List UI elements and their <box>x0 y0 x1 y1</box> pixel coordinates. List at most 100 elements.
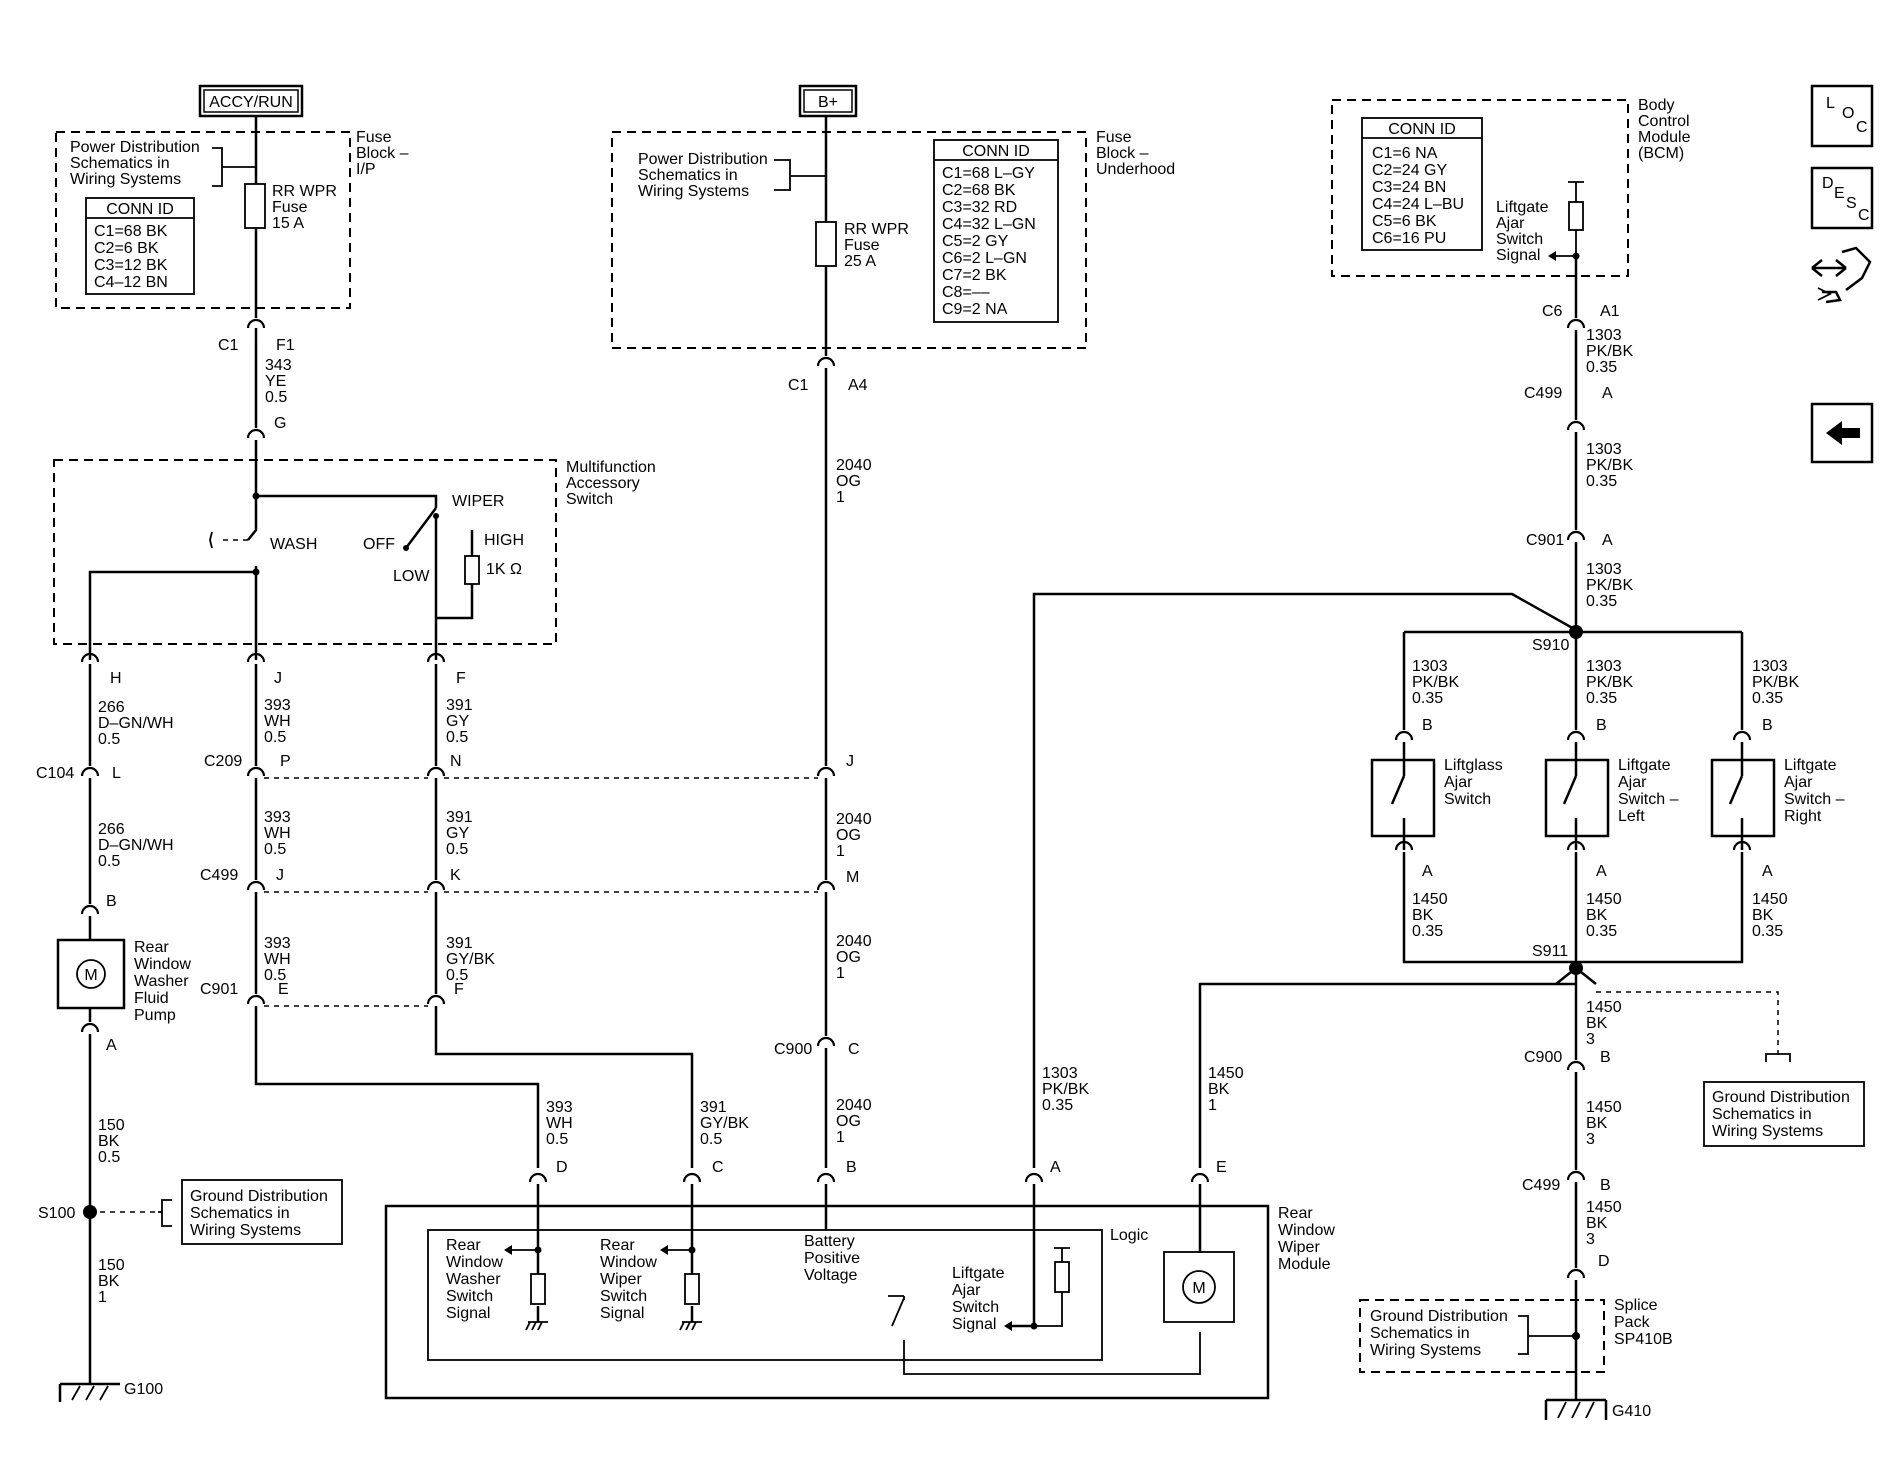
conn-id-uh-row-5: C5=2 GY <box>942 233 1009 250</box>
w393-size-2: 0.5 <box>264 841 286 858</box>
splice-pack-sp410b: Splice Pack SP410B Ground Distribution S… <box>1359 1297 1673 1373</box>
loc-letter-o: O <box>1842 105 1854 122</box>
w393-color-4: WH <box>546 1115 573 1132</box>
f1-pin-label: F1 <box>276 337 295 354</box>
w393-color-1: WH <box>264 713 291 730</box>
g100-label: G100 <box>124 1381 163 1398</box>
module-pin-c: C <box>712 1159 724 1176</box>
w1303-num-1: 1303 <box>1586 327 1622 344</box>
right-label-3: Switch – <box>1784 791 1845 808</box>
c209-label: C209 <box>204 753 242 770</box>
pd-ref-ip-2: Schematics in <box>70 155 170 172</box>
desc-letter-c: C <box>1858 207 1870 224</box>
fuse-block-ip-title-1: Fuse <box>356 129 392 146</box>
w1303-b1-num: 1303 <box>1412 658 1448 675</box>
mfs-title-2: Accessory <box>566 475 640 492</box>
w1450-b1-size: 0.35 <box>1412 923 1443 940</box>
mfs-off-label: OFF <box>363 536 395 553</box>
c901-pin-f: F <box>454 981 464 998</box>
liftgate-sig-2: Ajar <box>952 1282 981 1299</box>
ground-dist-ref-left: Ground Distribution Schematics in Wiring… <box>181 1179 343 1245</box>
conn-id-bcm-header: CONN ID <box>1388 121 1456 138</box>
w2040-size-4: 1 <box>836 1129 845 1146</box>
mfs-wash-label: WASH <box>270 536 317 553</box>
ground-g410-icon <box>1544 1398 1608 1420</box>
w343-size: 0.5 <box>265 389 287 406</box>
ground-dist-ref-right: Ground Distribution Schematics in Wiring… <box>1703 1081 1865 1147</box>
w1450-b2-num: 1450 <box>1586 891 1622 908</box>
desc-button[interactable]: D E S C <box>1810 166 1874 230</box>
logic-label: Logic <box>1110 1227 1148 1244</box>
right-label-2: Ajar <box>1784 774 1813 791</box>
splice-pack-label-1: Splice <box>1614 1297 1658 1314</box>
wiper-module-title-2: Window <box>1278 1222 1335 1239</box>
c104-label: C104 <box>36 765 74 782</box>
connector-view-icon[interactable] <box>1811 246 1872 304</box>
c1-ip-label: C1 <box>218 337 239 354</box>
wiper-sig-2: Window <box>600 1254 657 1271</box>
liftglass-label-1: Liftglass <box>1444 757 1503 774</box>
w391-size-2: 0.5 <box>446 841 468 858</box>
left-label-4: Left <box>1618 808 1645 825</box>
s911-label: S911 <box>1532 943 1568 960</box>
washer-sig-5: Signal <box>446 1305 490 1322</box>
fuse-25a-icon <box>815 221 837 267</box>
wiper-module: Rear Window Wiper Module Logic D C B A E… <box>384 1159 1335 1400</box>
w1303-color-1: PK/BK <box>1586 343 1633 360</box>
fuse-uh-label-1: RR WPR <box>844 221 909 238</box>
w2040-num-3: 2040 <box>836 933 872 950</box>
gd-ref-sp-3: Wiring Systems <box>1370 1342 1481 1359</box>
ground-g100-icon <box>58 1382 120 1402</box>
liftgate-sig-3: Switch <box>952 1299 999 1316</box>
w2040-color-1: OG <box>836 473 861 490</box>
w1450-3-size-2: 3 <box>1586 1131 1595 1148</box>
body-control-module: Body Control Module (BCM) CONN ID C1=6 N… <box>1331 97 1691 277</box>
gd-ref-left-1: Ground Distribution <box>190 1188 328 1205</box>
wiper-motor-icon: M <box>1192 1280 1205 1297</box>
c499-left-label: C499 <box>200 867 238 884</box>
gd-ref-left-2: Schematics in <box>190 1205 290 1222</box>
g410-label: G410 <box>1612 1403 1651 1420</box>
bcm-title-1: Body <box>1638 97 1674 114</box>
c209-pin-j: J <box>846 753 854 770</box>
washer-sig-2: Window <box>446 1254 503 1271</box>
loc-letter-c: C <box>1856 119 1868 136</box>
module-pin-d: D <box>556 1159 568 1176</box>
w343-num: 343 <box>265 357 292 374</box>
b-plus-source: B+ <box>798 84 858 118</box>
fuse-block-ip: Fuse Block – I/P Power Distribution Sche… <box>55 129 409 309</box>
liftgate-ajar-switch-left: B A Liftgate Ajar Switch – Left <box>1544 717 1679 880</box>
a4-pin-label: A4 <box>848 377 868 394</box>
conn-id-uh-row-6: C6=2 L–GN <box>942 250 1027 267</box>
back-button[interactable] <box>1810 402 1874 464</box>
module-pin-b: B <box>846 1159 857 1176</box>
w1450-3-num-3: 1450 <box>1586 1199 1622 1216</box>
liftglass-ajar-switch: B A Liftglass Ajar Switch <box>1370 717 1503 880</box>
pump-label-1: Rear <box>134 939 169 956</box>
loc-button[interactable]: L O C <box>1810 84 1874 148</box>
w266-size-2: 0.5 <box>98 853 120 870</box>
w391-size-1: 0.5 <box>446 729 468 746</box>
splice-pack-label-2: Pack <box>1614 1314 1651 1331</box>
liftglass-label-3: Switch <box>1444 791 1491 808</box>
conn-id-ip-row-3: C3=12 BK <box>94 257 168 274</box>
conn-id-uh-row-1: C1=68 L–GY <box>942 165 1035 182</box>
wiper-module-title-4: Module <box>1278 1256 1331 1273</box>
conn-id-bcm-row-1: C1=6 NA <box>1372 145 1438 162</box>
w1303-b3-color: PK/BK <box>1752 674 1799 691</box>
w1303-b1-color: PK/BK <box>1412 674 1459 691</box>
gd-ref-right-3: Wiring Systems <box>1712 1123 1823 1140</box>
left-label-3: Switch – <box>1618 791 1679 808</box>
w1450-3-num-2: 1450 <box>1586 1099 1622 1116</box>
c499-top-pin: A <box>1602 385 1613 402</box>
conn-id-bcm-row-4: C4=24 L–BU <box>1372 196 1464 213</box>
w391b-color-2: GY/BK <box>700 1115 749 1132</box>
conn-id-ip-row-4: C4–12 BN <box>94 274 168 291</box>
liftgate-sig-4: Signal <box>952 1316 996 1333</box>
conn-id-ip-row-1: C1=68 BK <box>94 223 168 240</box>
c6-label: C6 <box>1542 303 1563 320</box>
pd-ref-uh-2: Schematics in <box>638 167 738 184</box>
w1450-3-color-1: BK <box>1586 1015 1608 1032</box>
w2040-color-2: OG <box>836 827 861 844</box>
w393-size-3: 0.5 <box>264 967 286 984</box>
